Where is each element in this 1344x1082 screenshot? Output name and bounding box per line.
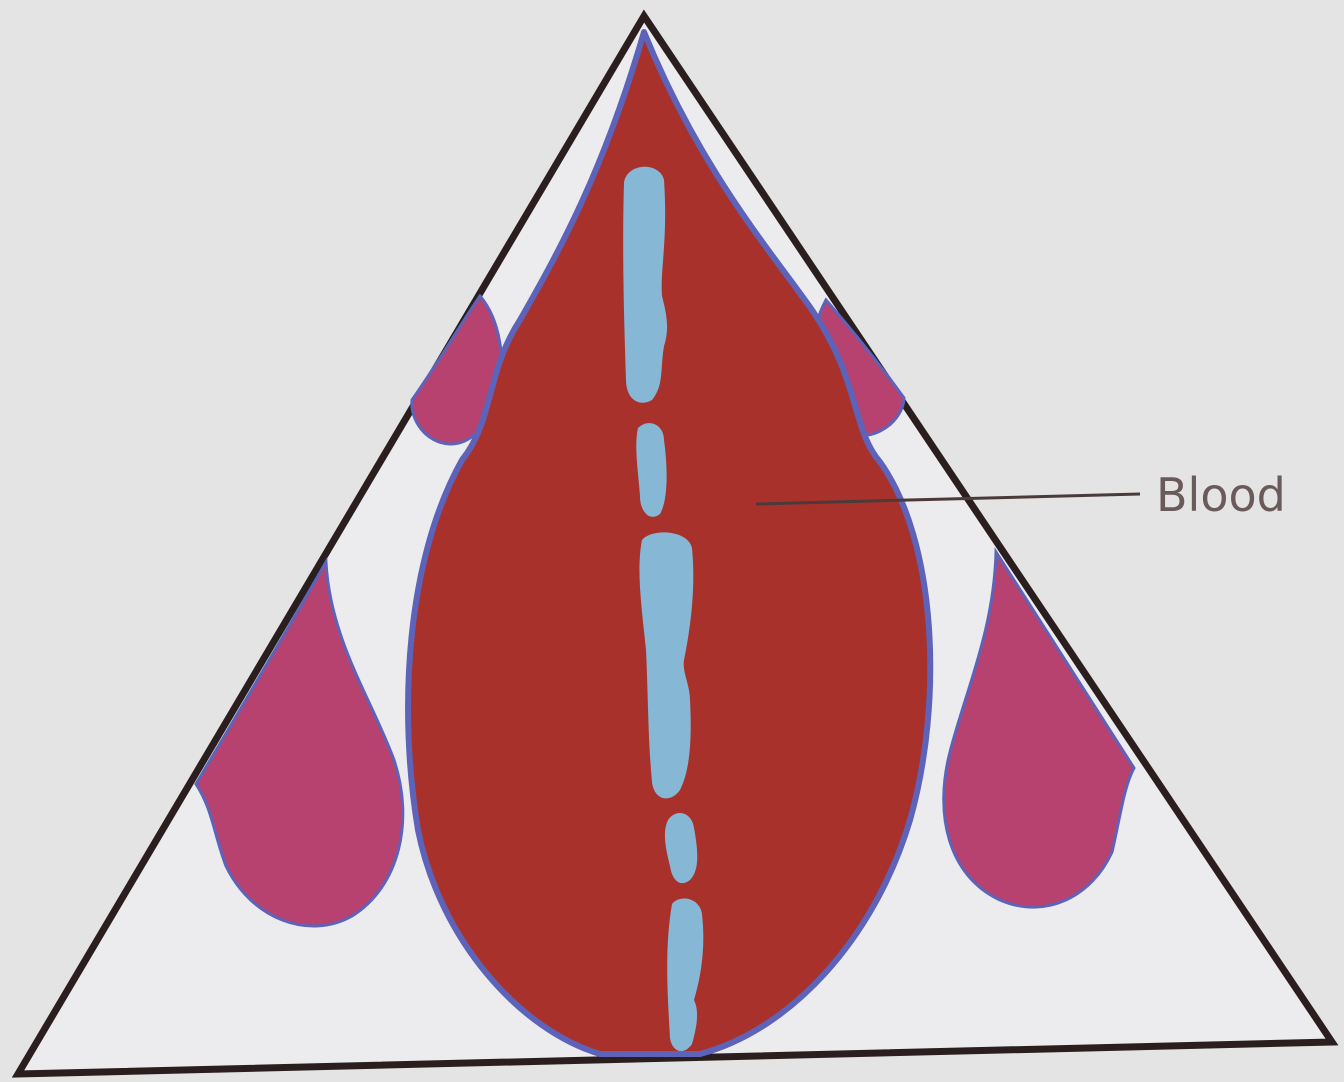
blue-streak-segment — [636, 423, 666, 517]
blood-label: Blood — [1156, 468, 1286, 522]
blue-streak-segment — [623, 167, 667, 403]
